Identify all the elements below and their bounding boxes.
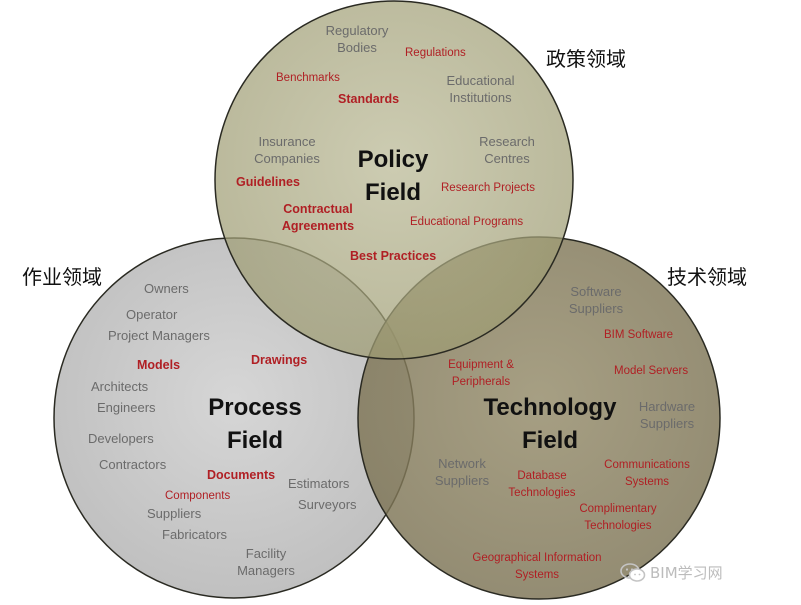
process-item: Components bbox=[165, 490, 231, 502]
policy-item: Regulatory Bodies bbox=[325, 23, 389, 55]
process-item: Project Managers bbox=[108, 328, 210, 343]
policy-item: Guidelines bbox=[236, 175, 300, 189]
process-item: Engineers bbox=[97, 400, 156, 415]
process-item: Fabricators bbox=[162, 527, 228, 542]
policy-item: Research Centres bbox=[479, 134, 535, 166]
process-title-line1: Process bbox=[208, 394, 302, 421]
policy-title-line1: Policy bbox=[357, 146, 429, 173]
technology-item: Equipment & Peripherals bbox=[448, 359, 514, 388]
policy-chinese-label: 政策领域 bbox=[546, 47, 626, 71]
policy-item: Best Practices bbox=[350, 249, 437, 263]
policy-field-title: Policy Field bbox=[343, 143, 443, 209]
technology-item: Software Suppliers bbox=[568, 284, 624, 316]
technology-item: Network Suppliers bbox=[434, 456, 490, 488]
policy-item: Educational Institutions bbox=[446, 73, 515, 105]
technology-chinese-label: 技术领域 bbox=[667, 265, 747, 289]
process-item: Developers bbox=[88, 431, 154, 446]
technology-title-line2: Field bbox=[521, 427, 578, 454]
policy-title-line2: Field bbox=[364, 179, 421, 206]
technology-item: Communications Systems bbox=[604, 459, 690, 488]
policy-item: Research Projects bbox=[441, 182, 535, 194]
policy-item: Regulations bbox=[405, 47, 466, 59]
process-item: Owners bbox=[144, 281, 189, 296]
process-item: Models bbox=[137, 358, 181, 372]
process-title-line2: Field bbox=[226, 427, 283, 454]
process-item: Suppliers bbox=[147, 506, 202, 521]
process-chinese-label: 作业领域 bbox=[22, 265, 102, 289]
process-item: Surveyors bbox=[298, 497, 357, 512]
wechat-icon bbox=[620, 562, 646, 583]
process-item: Documents bbox=[207, 468, 276, 482]
watermark: BIM学习网 bbox=[620, 562, 723, 583]
process-item: Estimators bbox=[288, 476, 350, 491]
process-item: Architects bbox=[91, 379, 149, 394]
watermark-text: BIM学习网 bbox=[650, 564, 723, 582]
policy-item: Contractual Agreements bbox=[281, 202, 355, 233]
technology-item: Complimentary Technologies bbox=[579, 503, 657, 532]
process-item: Operator bbox=[126, 307, 178, 322]
policy-item: Benchmarks bbox=[276, 72, 340, 84]
technology-item: Geographical Information Systems bbox=[472, 552, 602, 581]
process-item: Facility Managers bbox=[237, 546, 295, 578]
process-item: Contractors bbox=[99, 457, 167, 472]
policy-item: Insurance Companies bbox=[254, 134, 320, 166]
technology-field-title: Technology Field bbox=[470, 391, 630, 457]
technology-title-line1: Technology bbox=[483, 394, 617, 421]
technology-item: Database Technologies bbox=[508, 470, 576, 499]
technology-item: Model Servers bbox=[614, 365, 689, 377]
process-field-title: Process Field bbox=[195, 391, 315, 457]
technology-item: BIM Software bbox=[604, 329, 674, 341]
policy-item: Standards bbox=[338, 92, 400, 106]
policy-item: Educational Programs bbox=[410, 216, 524, 228]
process-item: Drawings bbox=[251, 353, 308, 367]
policy-circle bbox=[214, 0, 574, 360]
technology-item: Hardware Suppliers bbox=[638, 399, 696, 431]
